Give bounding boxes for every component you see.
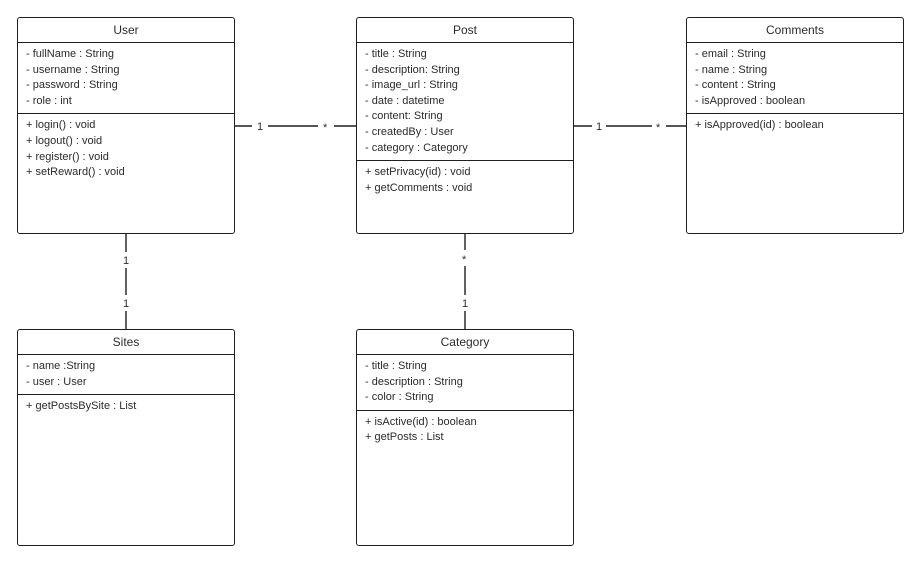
class-user[interactable]: User - fullName : String - username : St… [17,17,235,234]
operation: + getPosts : List [365,431,444,444]
attribute: - description: String [365,63,460,76]
attribute: - user : User [26,375,87,388]
class-name: Category [357,330,573,355]
operations-compartment: + isApproved(id) : boolean [687,114,903,138]
operations-compartment: + getPostsBySite : List [18,395,234,419]
attribute: - date : datetime [365,94,445,107]
attributes-compartment: - title : String - description : String … [357,355,573,411]
multiplicity-post-comments-from: 1 [596,121,602,133]
attribute: - email : String [695,48,766,60]
attribute: - title : String [365,48,427,60]
class-comments[interactable]: Comments - email : String - name : Strin… [686,17,904,234]
attribute: - fullName : String [26,48,115,60]
attribute: - createdBy : User [365,125,454,138]
attribute: - username : String [26,63,120,76]
operation: + login() : void [26,119,96,132]
class-name: Post [357,18,573,43]
operation: + isActive(id) : boolean [365,415,477,428]
class-category[interactable]: Category - title : String - description … [356,329,574,546]
operation: + setPrivacy(id) : void [365,166,471,179]
class-name: Comments [687,18,903,43]
operations-compartment: + setPrivacy(id) : void + getComments : … [357,161,573,200]
attribute: - description : String [365,375,463,388]
multiplicity-user-post-to: * [323,122,328,134]
class-post[interactable]: Post - title : String - description: Str… [356,17,574,234]
multiplicity-post-category-from: * [462,254,467,266]
attribute: - password : String [26,79,118,92]
attribute: - image_url : String [365,79,458,92]
attribute: - isApproved : boolean [695,94,806,107]
operation: + isApproved(id) : boolean [695,119,824,132]
attributes-compartment: - name :String - user : User [18,355,234,396]
multiplicity-post-comments-to: * [656,122,661,134]
attribute: - content : String [695,79,776,92]
operation: + register() : void [26,150,109,163]
attributes-compartment: - fullName : String - username : String … [18,43,234,115]
attribute: - name : String [695,63,768,76]
multiplicity-user-post-from: 1 [257,121,263,133]
attribute: - color : String [365,391,434,404]
operation: + getPostsBySite : List [26,400,137,413]
attribute: - title : String [365,360,427,372]
class-name: Sites [18,330,234,355]
operation: + logout() : void [26,134,103,147]
class-sites[interactable]: Sites - name :String - user : User + get… [17,329,235,546]
operations-compartment: + login() : void + logout() : void + reg… [18,114,234,184]
attribute: - content: String [365,110,443,123]
attribute: - name :String [26,360,96,372]
attribute: - role : int [26,94,72,107]
attribute: - category : Category [365,141,468,154]
multiplicity-user-sites-to: 1 [123,298,129,310]
multiplicity-post-category-to: 1 [462,298,468,310]
multiplicity-user-sites-from: 1 [123,255,129,267]
attributes-compartment: - title : String - description: String -… [357,43,573,162]
class-name: User [18,18,234,43]
operations-compartment: + isActive(id) : boolean + getPosts : Li… [357,411,573,450]
operation: + setReward() : void [26,166,125,179]
operation: + getComments : void [365,181,473,194]
attributes-compartment: - email : String - name : String - conte… [687,43,903,115]
